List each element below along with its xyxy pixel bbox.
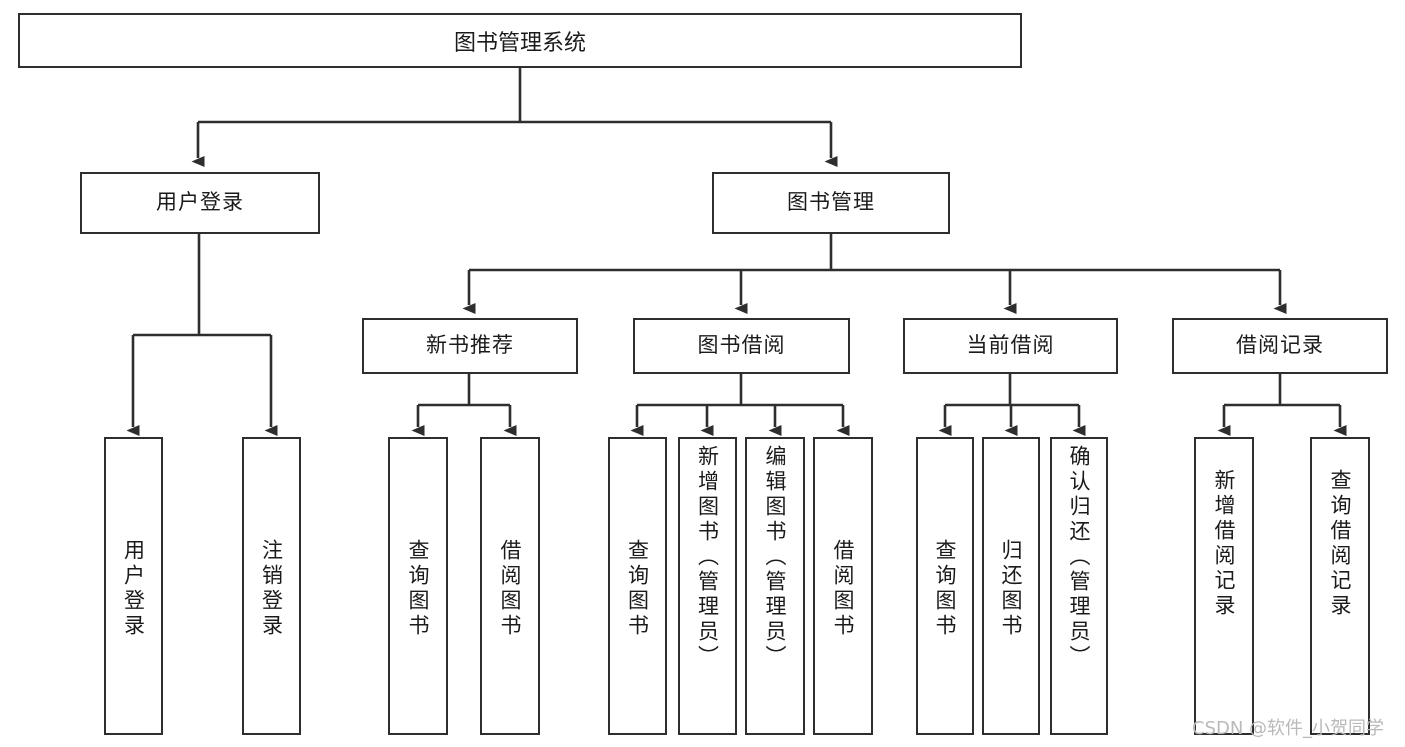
node-book-borrow[interactable]: 图书借阅 [633, 318, 850, 374]
node-leaf-confirm-return-label: 确认归还（管理员） [1067, 445, 1091, 670]
node-current-borrow-label: 当前借阅 [966, 333, 1055, 358]
node-book-manage-label: 图书管理 [787, 190, 875, 215]
node-leaf-borrow-book-2[interactable]: 借阅图书 [813, 437, 873, 735]
node-book-manage[interactable]: 图书管理 [712, 172, 950, 234]
node-leaf-add-record-label: 新增借阅记录 [1212, 469, 1236, 619]
node-root[interactable]: 图书管理系统 [18, 13, 1022, 68]
node-leaf-return-book-label: 归还图书 [999, 539, 1023, 639]
node-book-borrow-label: 图书借阅 [697, 333, 786, 358]
node-leaf-borrow-book-1[interactable]: 借阅图书 [480, 437, 540, 735]
watermark: CSDN @软件_小贺同学 [1192, 718, 1385, 739]
node-leaf-logout-login[interactable]: 注销登录 [242, 437, 301, 735]
node-leaf-borrow-book-2-label: 借阅图书 [831, 539, 855, 639]
node-leaf-query-book-2-label: 查询图书 [625, 539, 650, 639]
node-leaf-query-book-3[interactable]: 查询图书 [916, 437, 974, 735]
node-leaf-query-record-label: 查询借阅记录 [1328, 469, 1352, 619]
node-leaf-edit-book[interactable]: 编辑图书（管理员） [745, 437, 805, 735]
node-current-borrow[interactable]: 当前借阅 [903, 318, 1118, 374]
node-new-book-recommend[interactable]: 新书推荐 [362, 318, 578, 374]
node-user-login-label: 用户登录 [156, 190, 244, 215]
node-leaf-query-book-1[interactable]: 查询图书 [388, 437, 448, 735]
node-leaf-edit-book-label: 编辑图书（管理员） [763, 445, 787, 670]
node-leaf-borrow-book-1-label: 借阅图书 [498, 539, 522, 639]
node-leaf-user-login-label: 用户登录 [121, 539, 146, 639]
node-leaf-query-record[interactable]: 查询借阅记录 [1310, 437, 1370, 735]
node-leaf-return-book[interactable]: 归还图书 [982, 437, 1040, 735]
node-leaf-add-book-label: 新增图书（管理员） [695, 445, 720, 670]
node-leaf-query-book-3-label: 查询图书 [933, 539, 957, 639]
node-leaf-confirm-return[interactable]: 确认归还（管理员） [1050, 437, 1108, 735]
node-leaf-user-login[interactable]: 用户登录 [104, 437, 163, 735]
node-user-login[interactable]: 用户登录 [80, 172, 320, 234]
node-borrow-record[interactable]: 借阅记录 [1172, 318, 1388, 374]
node-leaf-add-record[interactable]: 新增借阅记录 [1194, 437, 1254, 735]
node-root-label: 图书管理系统 [453, 30, 586, 56]
node-leaf-query-book-1-label: 查询图书 [406, 539, 430, 639]
node-leaf-query-book-2[interactable]: 查询图书 [608, 437, 667, 735]
node-borrow-record-label: 借阅记录 [1236, 333, 1324, 358]
node-leaf-add-book[interactable]: 新增图书（管理员） [678, 437, 737, 735]
node-new-book-recommend-label: 新书推荐 [426, 333, 514, 358]
node-leaf-logout-login-label: 注销登录 [259, 539, 284, 639]
